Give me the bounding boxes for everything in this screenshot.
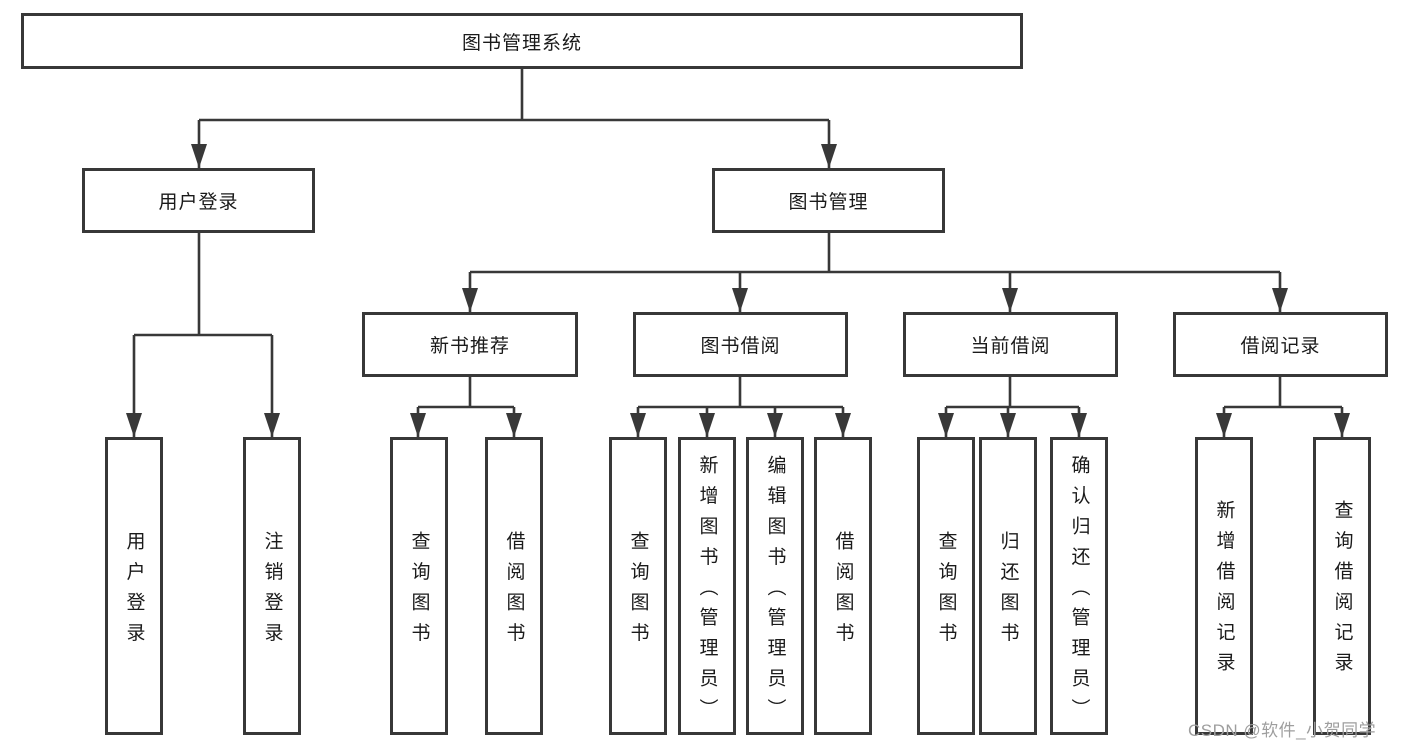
leaf-return-books-label: 归还图书	[997, 530, 1019, 653]
csdn-watermark: CSDN @软件_小贺同学	[1188, 721, 1377, 740]
leaf-user-login: 用户登录	[105, 437, 163, 735]
leaf-confirm-return-admin-label: 确认归还（管理员）	[1068, 454, 1090, 729]
node-book-management-label: 图书管理	[788, 192, 869, 213]
node-current-borrowing-label: 当前借阅	[970, 336, 1051, 357]
node-borrowing-records: 借阅记录	[1173, 312, 1388, 377]
node-book-borrowing-label: 图书借阅	[700, 336, 781, 357]
node-current-borrowing: 当前借阅	[903, 312, 1118, 377]
leaf-recommend-query-books: 查询图书	[390, 437, 448, 735]
leaf-add-books-admin: 新增图书（管理员）	[678, 437, 736, 735]
leaf-return-books: 归还图书	[979, 437, 1037, 735]
node-new-book-recommend-label: 新书推荐	[429, 336, 510, 357]
leaf-add-borrow-record-label: 新增借阅记录	[1213, 500, 1235, 683]
node-book-borrowing: 图书借阅	[633, 312, 848, 377]
leaf-recommend-borrow-books: 借阅图书	[485, 437, 543, 735]
leaf-confirm-return-admin: 确认归还（管理员）	[1050, 437, 1108, 735]
node-new-book-recommend: 新书推荐	[362, 312, 578, 377]
leaf-edit-books-admin-label: 编辑图书（管理员）	[764, 454, 786, 729]
leaf-recommend-borrow-books-label: 借阅图书	[503, 530, 525, 653]
node-borrowing-records-label: 借阅记录	[1240, 336, 1321, 357]
leaf-edit-books-admin: 编辑图书（管理员）	[746, 437, 804, 735]
leaf-user-login-label: 用户登录	[123, 530, 145, 653]
node-root: 图书管理系统	[21, 13, 1023, 69]
leaf-logout: 注销登录	[243, 437, 301, 735]
leaf-borrow-books: 借阅图书	[814, 437, 872, 735]
leaf-current-query-books: 查询图书	[917, 437, 975, 735]
node-root-label: 图书管理系统	[461, 32, 582, 54]
leaf-logout-label: 注销登录	[261, 530, 283, 653]
leaf-add-borrow-record: 新增借阅记录	[1195, 437, 1253, 735]
node-book-management: 图书管理	[712, 168, 945, 233]
leaf-query-borrow-record-label: 查询借阅记录	[1331, 500, 1353, 683]
leaf-borrowing-query-books-label: 查询图书	[627, 530, 649, 653]
leaf-recommend-query-books-label: 查询图书	[408, 530, 430, 653]
leaf-borrowing-query-books: 查询图书	[609, 437, 667, 735]
leaf-add-books-admin-label: 新增图书（管理员）	[696, 454, 718, 729]
node-user-login-label: 用户登录	[158, 192, 239, 213]
node-user-login: 用户登录	[82, 168, 315, 233]
leaf-query-borrow-record: 查询借阅记录	[1313, 437, 1371, 735]
leaf-borrow-books-label: 借阅图书	[832, 530, 854, 653]
leaf-current-query-books-label: 查询图书	[935, 530, 957, 653]
